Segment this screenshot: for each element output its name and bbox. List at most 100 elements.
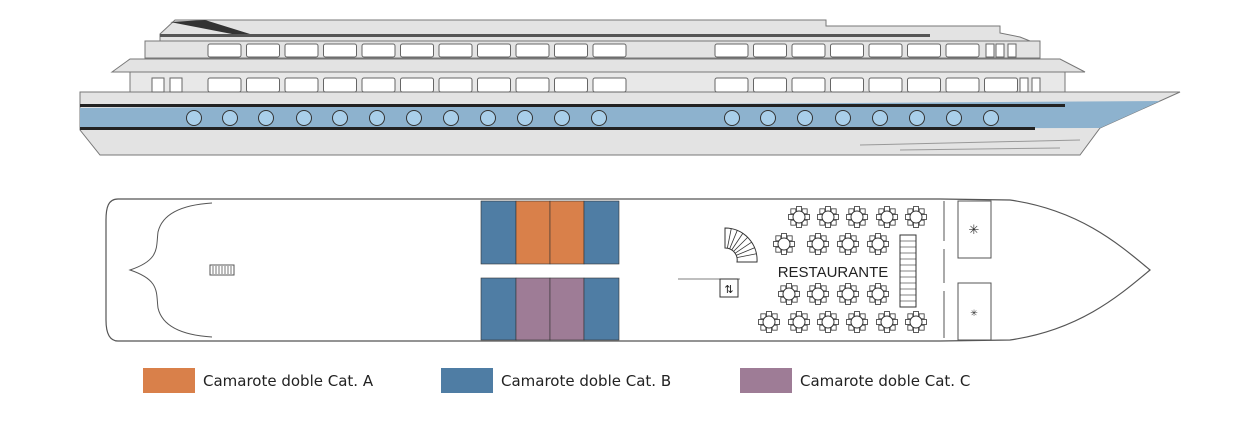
- porthole: [222, 110, 238, 126]
- svg-text:✳: ✳: [969, 223, 980, 238]
- window: [868, 43, 903, 58]
- hull-blue-band: [80, 101, 1160, 130]
- porthole: [296, 110, 312, 126]
- legend-swatch-cat-a: [143, 368, 195, 393]
- hull-detail-line: [859, 139, 1081, 146]
- stern-curve: [128, 202, 213, 338]
- dining-table: [807, 233, 829, 255]
- table-top: [841, 237, 855, 251]
- deck-outline: [105, 198, 1151, 342]
- cabin-a: [515, 200, 551, 265]
- svg-text:✳: ✳: [970, 309, 978, 319]
- dining-table: [817, 311, 839, 333]
- window: [477, 77, 511, 93]
- window: [554, 43, 588, 58]
- window: [985, 43, 995, 58]
- porthole: [724, 110, 740, 126]
- dining-table: [817, 206, 839, 228]
- table-top: [792, 210, 806, 224]
- window: [284, 43, 319, 58]
- table-top: [871, 237, 885, 251]
- legend-label-cat-c: Camarote doble Cat. C: [800, 371, 971, 390]
- stair-step: [736, 253, 757, 259]
- table-top: [811, 237, 825, 251]
- window: [714, 77, 749, 93]
- window: [400, 43, 434, 58]
- funnel-stripe: [170, 20, 250, 34]
- legend-label-cat-b: Camarote doble Cat. B: [501, 371, 672, 390]
- window: [753, 43, 787, 58]
- porthole: [480, 110, 496, 126]
- table-top: [841, 287, 855, 301]
- window: [1019, 77, 1029, 93]
- window: [477, 43, 511, 58]
- legend-swatch-cat-b: [441, 368, 493, 393]
- porthole: [909, 110, 925, 126]
- cabin-c: [515, 277, 551, 341]
- dining-table: [788, 311, 810, 333]
- table-top: [821, 210, 835, 224]
- sun-deck: [159, 19, 1031, 42]
- window: [984, 77, 1018, 93]
- window: [945, 77, 980, 93]
- window: [592, 77, 627, 93]
- porthole: [554, 110, 570, 126]
- window: [907, 43, 941, 58]
- dining-table: [846, 311, 868, 333]
- window: [554, 77, 588, 93]
- window: [169, 77, 183, 93]
- cabin-b: [480, 200, 517, 265]
- window: [323, 43, 357, 58]
- stair-step: [734, 241, 752, 254]
- upper-stripe: [80, 104, 1065, 107]
- table-top: [909, 210, 923, 224]
- legend-item-cat-b: Camarote doble Cat. B: [441, 368, 671, 393]
- dining-table: [758, 311, 780, 333]
- porthole: [835, 110, 851, 126]
- second-deck: [110, 58, 1086, 73]
- deck-plan: ⇅ ✳ ✳ RESTAURANTE: [105, 198, 1151, 342]
- window: [207, 77, 242, 93]
- window: [830, 43, 864, 58]
- porthole: [760, 110, 776, 126]
- dining-table: [905, 206, 927, 228]
- dining-table: [846, 206, 868, 228]
- table-top: [792, 315, 806, 329]
- hull-detail-line: [899, 147, 1061, 151]
- dining-table: [788, 206, 810, 228]
- cabin-b: [583, 277, 620, 341]
- legend-item-cat-a: Camarote doble Cat. A: [143, 368, 373, 393]
- window: [400, 77, 434, 93]
- restaurant-label: RESTAURANTE: [778, 264, 889, 281]
- cabin-b: [583, 200, 620, 265]
- window: [515, 77, 550, 93]
- dining-table: [876, 206, 898, 228]
- window: [361, 77, 396, 93]
- porthole: [872, 110, 888, 126]
- dining-table: [773, 233, 795, 255]
- porthole: [406, 110, 422, 126]
- cabin-b: [480, 277, 517, 341]
- dining-table: [905, 311, 927, 333]
- ship-side-profile: [79, 19, 1181, 156]
- table-top: [880, 315, 894, 329]
- porthole: [443, 110, 459, 126]
- stair-step: [735, 247, 755, 256]
- table-top: [880, 210, 894, 224]
- window: [791, 77, 826, 93]
- window: [246, 77, 280, 93]
- window: [830, 77, 864, 93]
- svg-text:⇅: ⇅: [724, 283, 733, 296]
- window: [592, 43, 627, 58]
- staircase-icon: [724, 227, 758, 263]
- dining-table: [867, 233, 889, 255]
- dining-table: [807, 283, 829, 305]
- porthole: [258, 110, 274, 126]
- porthole: [983, 110, 999, 126]
- window: [284, 77, 319, 93]
- porthole: [946, 110, 962, 126]
- porthole: [369, 110, 385, 126]
- porthole: [797, 110, 813, 126]
- window: [945, 43, 980, 58]
